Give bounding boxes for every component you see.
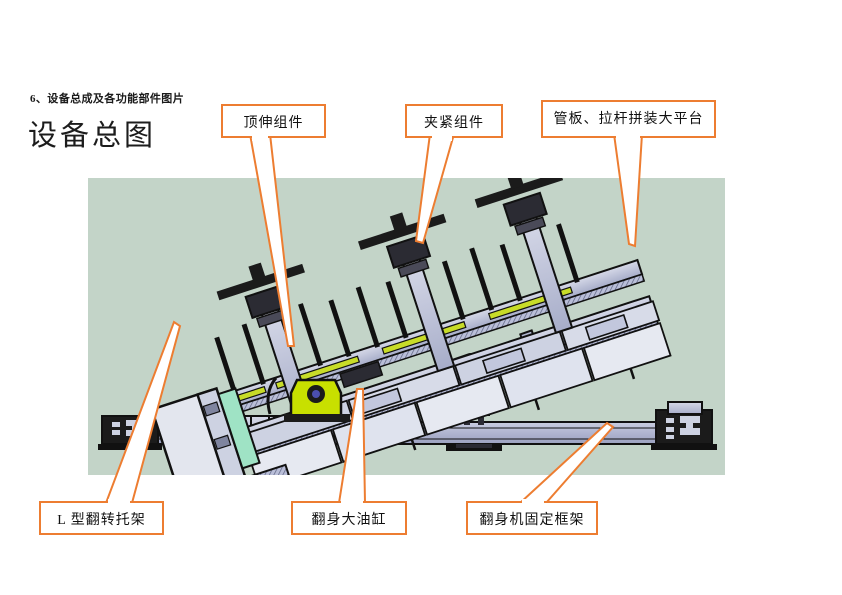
- callout-l-type-turnover-bracket[interactable]: L 型翻转托架: [39, 501, 164, 535]
- notch-turnover-machine-fixed-frame: [522, 499, 544, 504]
- callout-tubesheet-tierod-platform[interactable]: 管板、拉杆拼装大平台: [541, 100, 716, 138]
- callout-label-clamping-assembly: 夹紧组件: [405, 104, 503, 138]
- callout-label-tubesheet-tierod-platform: 管板、拉杆拼装大平台: [541, 100, 716, 138]
- equipment-assembly-illustration: [88, 178, 725, 475]
- callout-label-turnover-main-hydraulic-cylinder: 翻身大油缸: [291, 501, 407, 535]
- notch-clamping-assembly: [432, 136, 452, 141]
- assembly-drawing-svg: [98, 178, 717, 475]
- notch-top-extension-assembly: [252, 136, 268, 141]
- section-heading: 6、设备总成及各功能部件图片: [30, 93, 185, 105]
- notch-turnover-main-hydraulic-cylinder: [341, 499, 363, 504]
- callout-clamping-assembly[interactable]: 夹紧组件: [405, 104, 503, 138]
- callout-turnover-machine-fixed-frame[interactable]: 翻身机固定框架: [466, 501, 598, 535]
- callout-top-extension-assembly[interactable]: 顶伸组件: [221, 104, 326, 138]
- callout-label-l-type-turnover-bracket: L 型翻转托架: [39, 501, 164, 535]
- clamp-column-assembly-3: [474, 178, 574, 335]
- callout-label-turnover-machine-fixed-frame: 翻身机固定框架: [466, 501, 598, 535]
- page-title: 设备总图: [28, 120, 157, 152]
- callout-turnover-main-hydraulic-cylinder[interactable]: 翻身大油缸: [291, 501, 407, 535]
- notch-tubesheet-tierod-platform: [616, 136, 640, 141]
- callout-label-top-extension-assembly: 顶伸组件: [221, 104, 326, 138]
- notch-l-type-turnover-bracket: [108, 499, 130, 504]
